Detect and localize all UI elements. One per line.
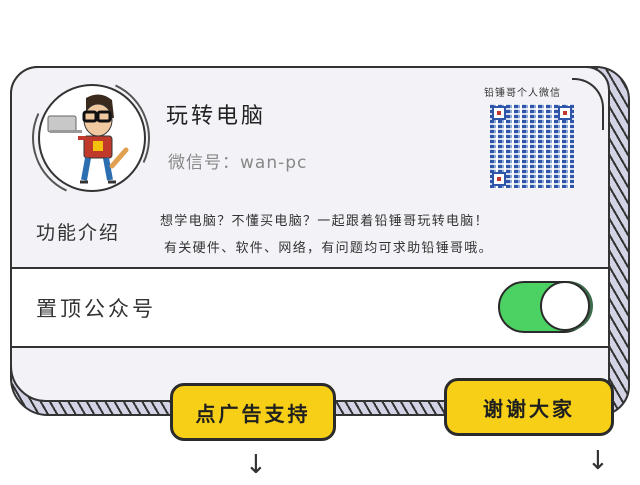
avatar[interactable] bbox=[38, 84, 146, 192]
account-name: 玩转电脑 bbox=[166, 104, 267, 129]
pin-account-toggle[interactable] bbox=[498, 281, 590, 333]
profile-header: 玩转电脑 微信号：wan-pc 铅锤哥个人微信 功能介绍 想学电脑？不懂买电脑？… bbox=[12, 68, 608, 263]
intro-label: 功能介绍 bbox=[36, 222, 121, 244]
arrow-down-icon: ↓ bbox=[245, 450, 267, 480]
wechat-id: 微信号：wan-pc bbox=[168, 153, 308, 173]
pin-account-row: 置顶公众号 bbox=[12, 267, 608, 348]
qr-finder-icon bbox=[492, 106, 506, 120]
toggle-knob bbox=[540, 281, 590, 331]
intro-line: 有关硬件、软件、网络，有问题均可求助铅锤哥哦。 bbox=[164, 241, 493, 256]
ad-support-label: 点广告支持 bbox=[195, 401, 311, 426]
thanks-label: 谢谢大家 bbox=[483, 396, 575, 421]
thanks-button[interactable]: 谢谢大家 bbox=[444, 378, 614, 436]
intro-text: 想学电脑？不懂买电脑？一起跟着铅锤哥玩转电脑！ 有关硬件、软件、网络，有问题均可… bbox=[160, 208, 493, 262]
qr-finder-icon bbox=[558, 106, 572, 120]
qr-code[interactable] bbox=[490, 104, 574, 188]
arrow-down-icon: ↓ bbox=[587, 446, 609, 476]
cartoon-character-icon bbox=[47, 94, 129, 184]
qr-finder-icon bbox=[492, 172, 506, 186]
intro-line: 想学电脑？不懂买电脑？一起跟着铅锤哥玩转电脑！ bbox=[160, 214, 489, 229]
pin-account-label: 置顶公众号 bbox=[36, 297, 156, 321]
ad-support-button[interactable]: 点广告支持 bbox=[170, 383, 336, 441]
profile-card: 玩转电脑 微信号：wan-pc 铅锤哥个人微信 功能介绍 想学电脑？不懂买电脑？… bbox=[10, 66, 610, 402]
qr-label: 铅锤哥个人微信 bbox=[484, 88, 561, 99]
qr-arc-decoration bbox=[572, 78, 604, 130]
